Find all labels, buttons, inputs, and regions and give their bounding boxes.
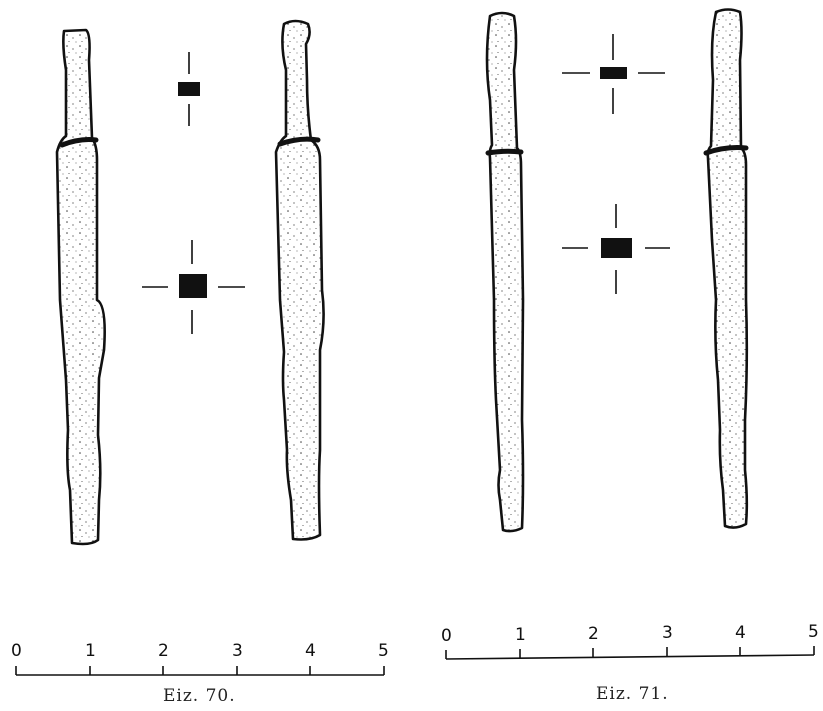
figure-71 — [485, 8, 749, 533]
scale-tick-label: 5 — [378, 641, 389, 661]
scale-tick-label: 4 — [735, 623, 746, 643]
scale-bar-70: 0 1 2 3 4 5 — [11, 641, 389, 676]
scale-bar-71: 0 1 2 3 4 5 — [441, 622, 819, 660]
band-mark — [703, 145, 749, 156]
iron-rod-front-view — [485, 11, 525, 533]
scale-tick-label: 5 — [808, 622, 819, 642]
scale-tick-label: 0 — [441, 626, 452, 646]
scale-tick-label: 2 — [588, 624, 599, 644]
band-mark — [277, 136, 321, 147]
band-mark — [485, 148, 524, 156]
cross-section-small — [178, 52, 200, 126]
scale-tick-label: 3 — [662, 623, 673, 643]
figure-70 — [55, 19, 325, 546]
cross-section-large — [142, 240, 245, 334]
scale-tick-label: 2 — [158, 641, 169, 661]
scale-tick-label: 0 — [11, 641, 22, 661]
scale-tick-label: 4 — [305, 641, 316, 661]
iron-rod-side-view — [274, 19, 325, 541]
cross-section-large — [562, 204, 670, 294]
figure-caption-71: Eiz. 71. — [596, 684, 669, 704]
band-mark — [59, 137, 99, 148]
iron-rod-side-view — [706, 8, 749, 529]
cross-section-small — [562, 34, 665, 114]
figure-caption-70: Eiz. 70. — [163, 686, 236, 706]
scale-tick-label: 3 — [232, 641, 243, 661]
scale-tick-label: 1 — [85, 641, 96, 661]
iron-rod-front-view — [55, 28, 106, 546]
scale-tick-label: 1 — [515, 625, 526, 645]
